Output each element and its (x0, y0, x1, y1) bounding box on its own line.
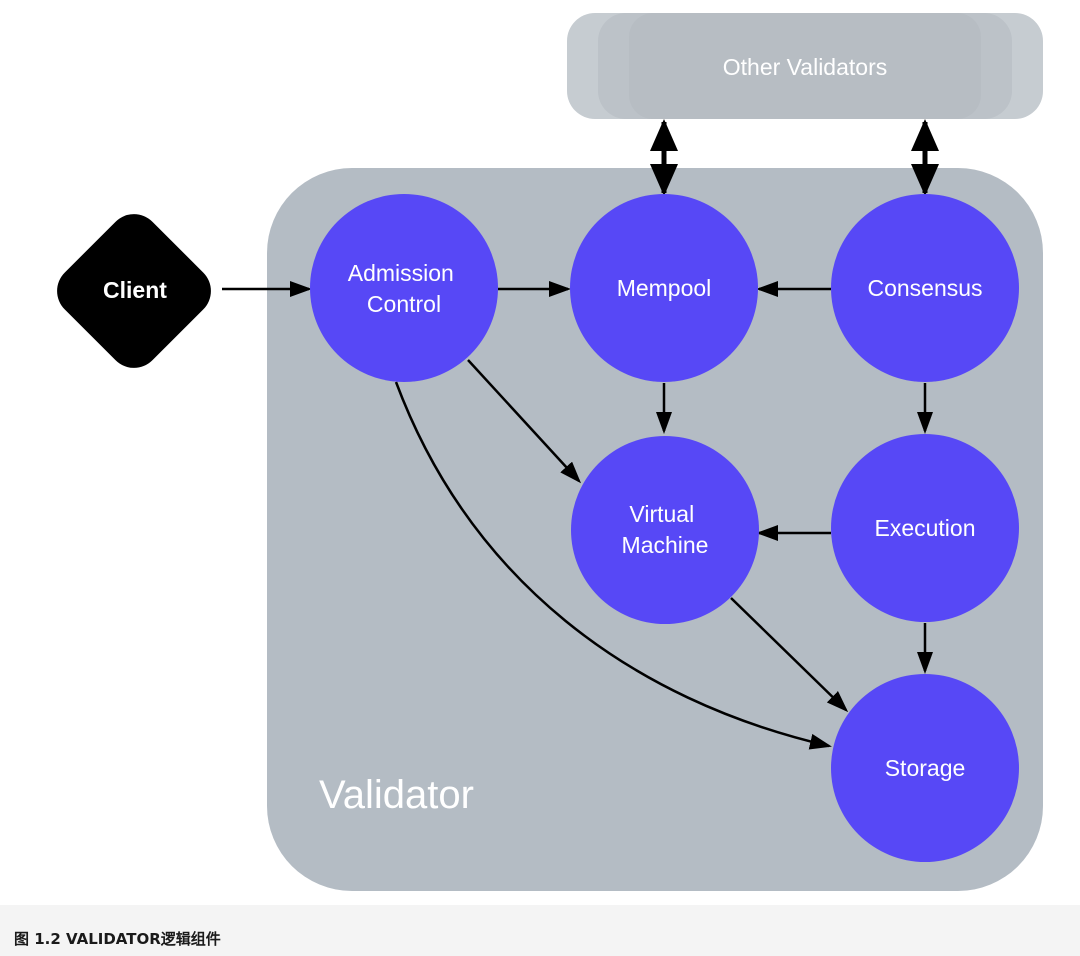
caption-bar (0, 905, 1080, 956)
execution-circle (831, 434, 1019, 622)
virtual-machine-label-line-1: Virtual (629, 501, 694, 527)
other-validators-panel-front (629, 13, 981, 119)
admission-control-label-line-2: Control (367, 291, 441, 317)
admission-control-circle (310, 194, 498, 382)
component-mempool: Mempool (570, 194, 758, 382)
mempool-label: Mempool (617, 275, 712, 301)
client-label: Client (103, 277, 167, 303)
execution-label: Execution (874, 515, 975, 541)
admission-control-label-line-1: Admission (348, 260, 454, 286)
component-consensus: Consensus (831, 194, 1019, 382)
validator-architecture-diagram: Other Validators Validator Client Admiss… (57, 13, 1043, 891)
validator-label: Validator (319, 773, 474, 817)
component-execution: Execution (831, 434, 1019, 622)
component-storage: Storage (831, 674, 1019, 862)
virtual-machine-label: Virtual Machine (622, 501, 709, 558)
figure-caption: 图 1.2 VALIDATOR逻辑组件 (14, 930, 221, 948)
virtual-machine-label-line-2: Machine (622, 532, 709, 558)
component-admission-control: Admission Control (310, 194, 498, 382)
client-node: Client (57, 214, 211, 368)
other-validators-group: Other Validators (567, 13, 1043, 119)
arrows (222, 119, 939, 750)
client-diamond (57, 214, 211, 368)
storage-circle (831, 674, 1019, 862)
arrow-admission-to-storage (394, 381, 832, 750)
consensus-label: Consensus (867, 275, 982, 301)
admission-control-label: Admission Control (348, 260, 461, 317)
other-validators-label: Other Validators (723, 54, 887, 80)
arrow-admission-to-virtual-machine (467, 359, 582, 484)
storage-label: Storage (885, 755, 966, 781)
arrow-virtual-machine-to-storage (730, 597, 849, 713)
virtual-machine-circle (571, 436, 759, 624)
mempool-circle (570, 194, 758, 382)
consensus-circle (831, 194, 1019, 382)
component-virtual-machine: Virtual Machine (571, 436, 759, 624)
